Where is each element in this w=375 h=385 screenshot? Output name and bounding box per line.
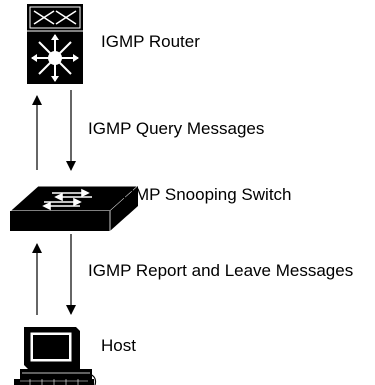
query-messages-label: IGMP Query Messages [88, 119, 265, 138]
workstation-computer-icon [14, 327, 97, 385]
router-label: IGMP Router [101, 32, 200, 51]
switch-label: IGMP Snooping Switch [117, 185, 292, 204]
multilayer-router-icon [27, 4, 83, 84]
host-label: Host [101, 336, 136, 355]
network-switch-icon [8, 185, 140, 231]
report-leave-messages-label: IGMP Report and Leave Messages [88, 261, 354, 280]
